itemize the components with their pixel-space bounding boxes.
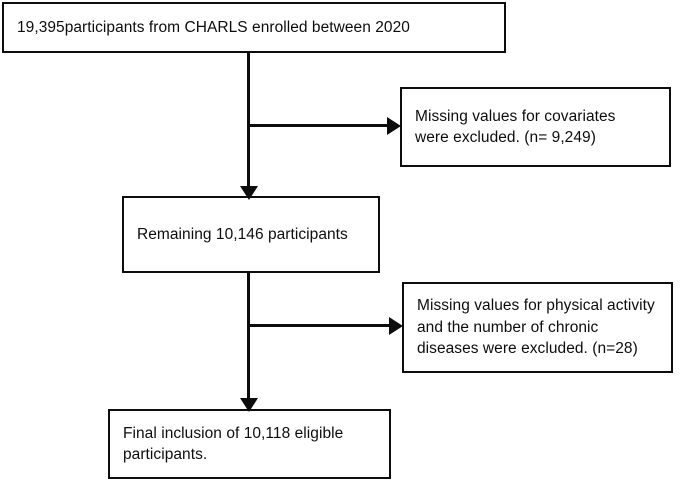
flow-node-remaining: Remaining 10,146 participants bbox=[122, 196, 380, 273]
arrowhead-down-icon bbox=[239, 186, 258, 200]
arrowhead-down-icon bbox=[239, 398, 258, 412]
flow-node-excluded-covariates-label: Missing values for covariates were exclu… bbox=[415, 107, 616, 146]
connector-remaining-to-excluded-activity bbox=[247, 324, 391, 327]
flow-node-excluded-covariates: Missing values for covariates were exclu… bbox=[400, 87, 671, 167]
flow-node-enrolled-label: 19,395participants from CHARLS enrolled … bbox=[17, 18, 410, 36]
arrowhead-right-icon bbox=[387, 116, 401, 135]
flow-node-enrolled: 19,395participants from CHARLS enrolled … bbox=[2, 2, 506, 53]
flow-node-remaining-label: Remaining 10,146 participants bbox=[137, 225, 348, 243]
flow-node-excluded-activity: Missing values for physical activity and… bbox=[402, 282, 673, 373]
flow-node-final-label: Final inclusion of 10,118 eligible parti… bbox=[123, 424, 344, 463]
flow-node-excluded-activity-label: Missing values for physical activity and… bbox=[417, 297, 655, 358]
connector-enrolled-to-excluded-covariates bbox=[247, 124, 389, 127]
flow-node-final: Final inclusion of 10,118 eligible parti… bbox=[108, 409, 391, 479]
connector-remaining-to-final bbox=[247, 272, 250, 414]
arrowhead-right-icon bbox=[389, 316, 403, 335]
